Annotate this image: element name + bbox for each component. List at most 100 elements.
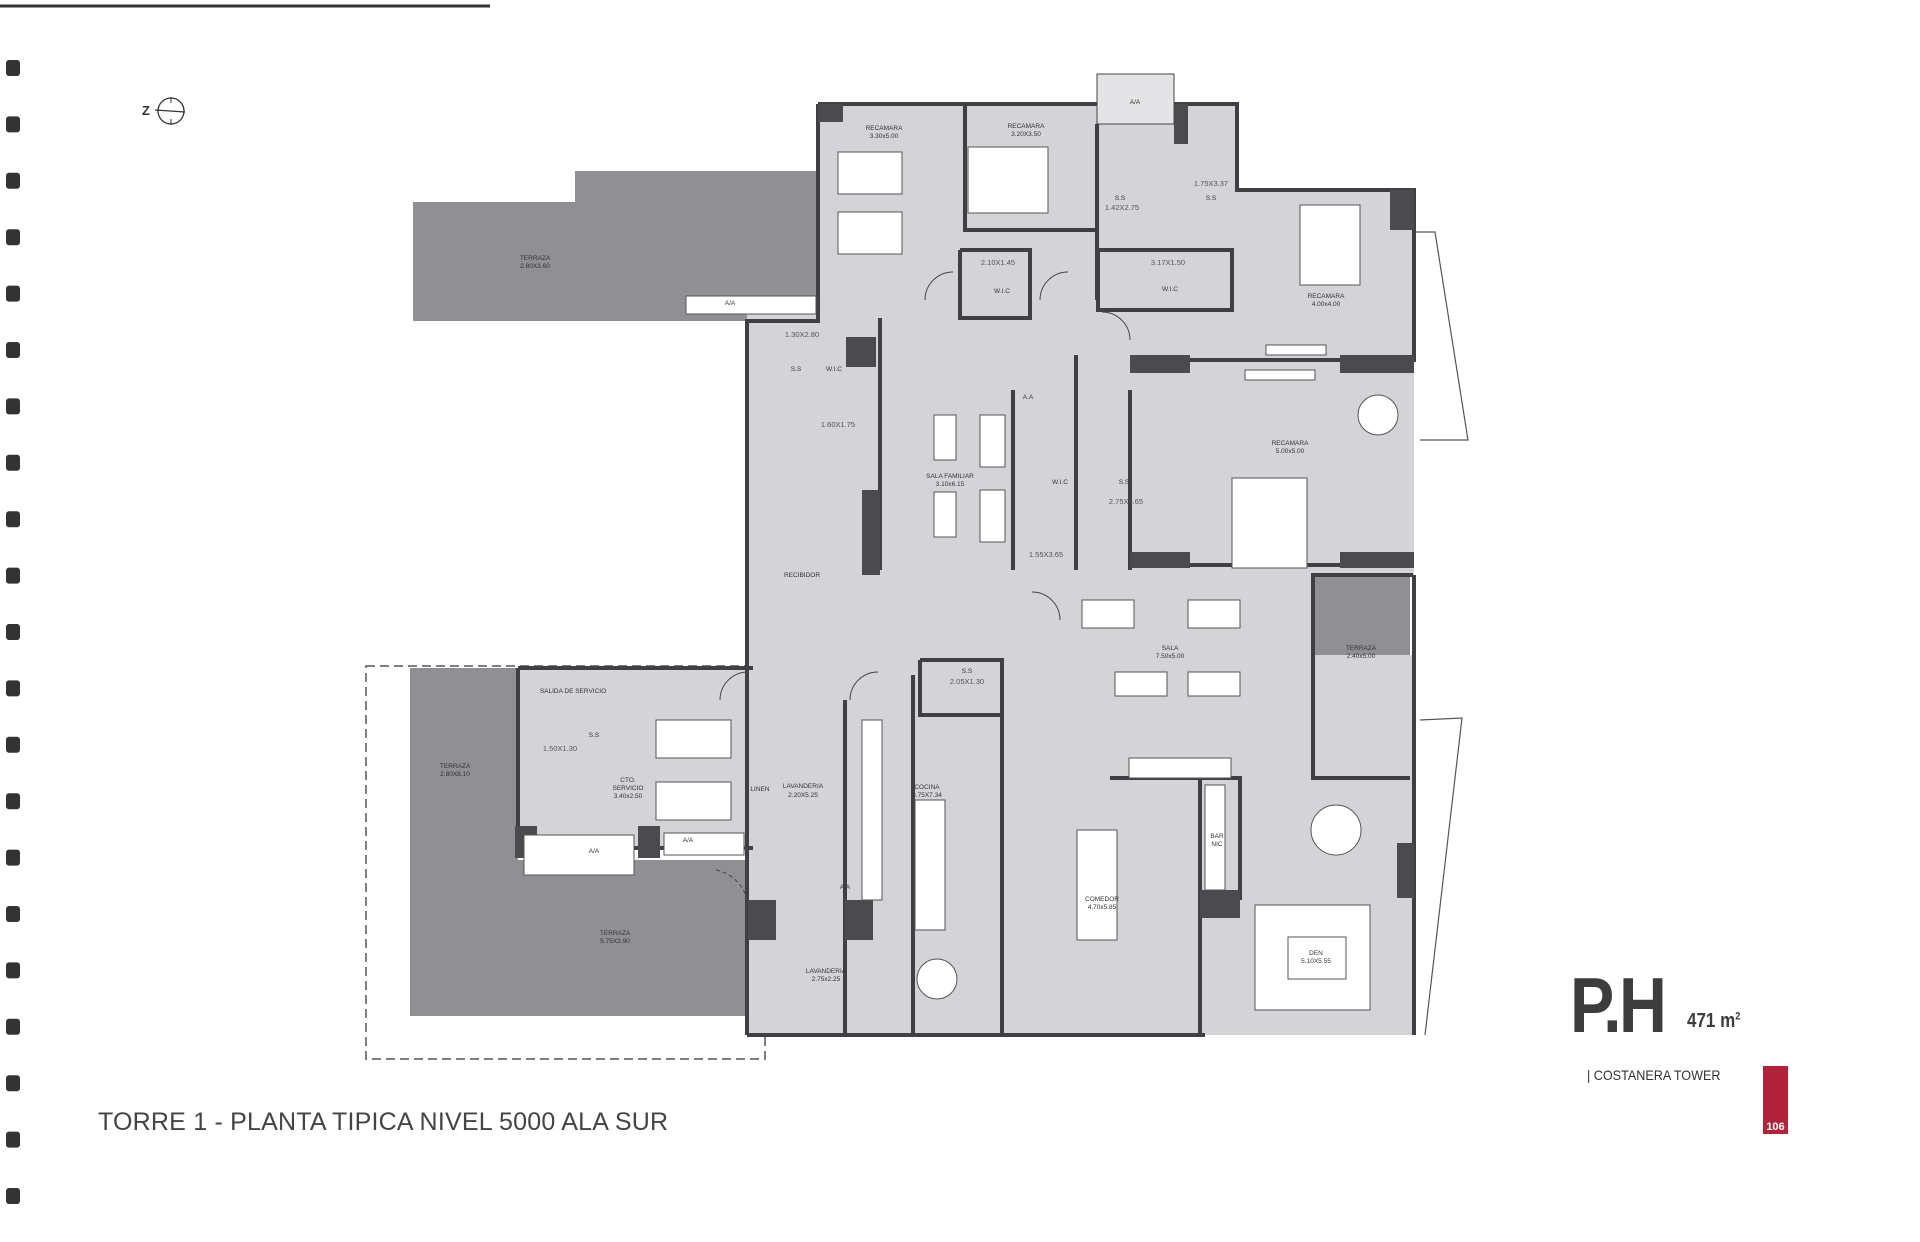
area-unit-superscript: 2 (1735, 1010, 1741, 1023)
binding-ring (6, 567, 20, 584)
aa-label: A/A (725, 300, 736, 307)
furniture (523, 146, 1399, 1011)
room-dimension: 2.75x2.25 (812, 976, 841, 983)
binding-ring (6, 1131, 20, 1148)
room-dimension: 2.80X8.10 (440, 771, 470, 778)
room-label: S.S (1115, 195, 1126, 202)
room-label: SERVICIO (613, 785, 644, 792)
room-dimension: 1.55X3.65 (1029, 550, 1063, 559)
room-label: W.I.C (826, 366, 842, 373)
plan-title: TORRE 1 - PLANTA TIPICA NIVEL 5000 ALA S… (98, 1108, 669, 1136)
room-label: SALA FAMILIAR (926, 473, 974, 480)
room-dimension: 7.50x5.00 (1156, 653, 1185, 660)
room-dimension: 5.75X3.90 (600, 938, 630, 945)
room-labels: RECAMARA 3.30x5.00 RECAMARA 3.20X3.50 S.… (440, 99, 1377, 983)
binding-ring (6, 680, 20, 697)
room-dimension: 2.80X3.60 (520, 263, 550, 270)
room-label: NIC (1211, 841, 1223, 848)
terrace-top (413, 171, 818, 321)
room-label: SALA (1162, 645, 1179, 652)
room-label: W.I.C (994, 288, 1010, 295)
room-label: COMEDOR (1085, 896, 1119, 903)
aa-label: A/A (1130, 99, 1141, 106)
room-label: S.S (589, 732, 600, 739)
binding-ring (6, 454, 20, 471)
room-label: LINEN (750, 786, 769, 793)
page-badge: 106 (1763, 1066, 1788, 1134)
room-dimension: 2.40x5.00 (1347, 653, 1376, 660)
door-swings (715, 271, 1131, 906)
binding-ring (6, 172, 20, 189)
binding-ring (6, 624, 20, 640)
room-label: S.S (1206, 195, 1217, 202)
facade-glass-line (1419, 717, 1463, 1036)
room-label: BAR (1210, 833, 1224, 840)
room-dimension: 1.75X3.37 (1194, 179, 1228, 188)
room-dimension: 5.00x5.00 (1276, 448, 1305, 455)
room-label: RECAMARA (866, 125, 904, 132)
binding-ring (6, 962, 20, 979)
room-dimension: 1.42X2.75 (1105, 203, 1139, 212)
room-dimension: 3.17X1.50 (1151, 258, 1185, 267)
terrace-bottom (410, 860, 753, 1016)
binding-ring (6, 398, 20, 415)
room-label: S.S (791, 366, 802, 373)
room-dimension: 2.75X3.65 (1109, 497, 1143, 506)
room-label: DEN (1309, 950, 1323, 957)
room-label: W.I.C (1052, 479, 1068, 486)
binding-ring (6, 511, 20, 528)
room-label: RECAMARA (1272, 440, 1310, 447)
binding-ring (6, 1188, 20, 1204)
room-label: S.S (1119, 479, 1130, 486)
room-dimension: 2.05X1.30 (950, 677, 984, 686)
binding-ring (6, 1075, 20, 1092)
compass-letter: Z (142, 103, 150, 118)
room-label: RECAMARA (1008, 123, 1046, 130)
room-label: COCINA (914, 784, 940, 791)
facade-glass-line (1406, 231, 1469, 441)
room-dimension: 3.20X3.50 (1011, 131, 1041, 138)
room-label: CTO. (620, 777, 636, 784)
page-number: 106 (1766, 1121, 1785, 1133)
room-dimension: 3.75X7.34 (912, 792, 942, 799)
room-label: TERRAZA (520, 255, 551, 262)
room-dimension: 4.70x5.85 (1088, 904, 1117, 911)
aa-label: A.A (840, 884, 851, 891)
room-dimension: 2.10X1.45 (981, 258, 1015, 267)
room-dimension: 4.00x4.00 (1312, 301, 1341, 308)
room-label: RECIBIDOR (784, 572, 820, 579)
room-dimension: 2.20X5.25 (788, 792, 818, 799)
unit-area: 471 m2 (1687, 1010, 1740, 1033)
aa-label: A/A (589, 848, 600, 855)
room-label: LAVANDERIA (806, 968, 847, 975)
binding-ring (6, 229, 20, 246)
room-label: LAVANDERIA (783, 783, 824, 790)
room-label: TERRAZA (440, 763, 471, 770)
building-name: | COSTANERA TOWER (1587, 1067, 1721, 1083)
room-label: S.S (962, 668, 973, 675)
duct-top (1096, 73, 1175, 125)
room-label: RECAMARA (1308, 293, 1346, 300)
binding-ring (6, 342, 20, 358)
room-dimension: 1.60X1.75 (821, 420, 855, 429)
binding-rings (6, 60, 20, 1204)
room-dimension: 1.50X1.30 (543, 744, 577, 753)
binding-ring (6, 736, 20, 753)
aa-label: A.A (1023, 394, 1034, 401)
room-label: SALIDA DE SERVICIO (540, 688, 606, 695)
area-value: 471 m (1687, 1010, 1736, 1032)
compass-icon: Z (142, 97, 186, 125)
unit-type-heading: P.H (1570, 961, 1667, 1049)
room-dimension: 3.40x2.50 (614, 793, 643, 800)
binding-ring (6, 60, 20, 76)
binding-ring (6, 906, 20, 922)
wall-columns (515, 104, 1414, 940)
room-label: W.I.C (1162, 286, 1178, 293)
room-dimension: 5.10X5.55 (1301, 958, 1331, 965)
binding-ring (6, 1018, 20, 1035)
room-dimension: 3.10x6.15 (936, 481, 965, 488)
binding-ring (6, 285, 20, 302)
room-dimension: 3.30x5.00 (870, 133, 899, 140)
binding-ring (6, 116, 20, 133)
room-label: TERRAZA (600, 930, 631, 937)
